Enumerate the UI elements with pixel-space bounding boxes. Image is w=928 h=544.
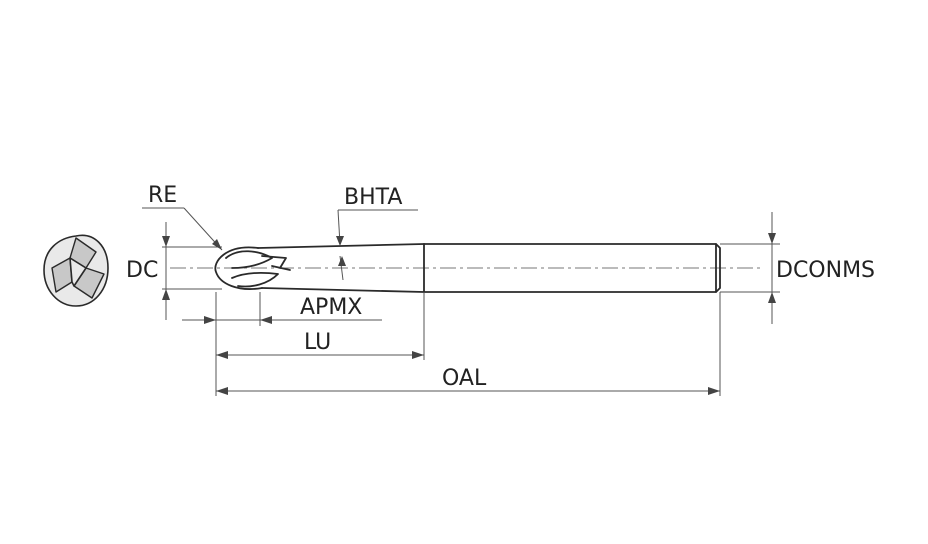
oal-label: OAL [442,366,487,391]
oal-dimension: OAL [215,292,721,396]
bhta-dimension: BHTA [336,185,418,281]
dc-dimension: DC [126,222,222,320]
re-label: RE [148,183,177,208]
apmx-label: APMX [300,295,362,320]
dconms-dimension: DCONMS [720,212,875,324]
end-view-icon [43,234,109,307]
lu-label: LU [304,330,331,355]
dc-label: DC [126,258,158,283]
apmx-dimension: APMX [182,292,382,326]
lu-dimension: LU [215,292,425,360]
re-dimension: RE [142,183,223,251]
tool-side-view [214,243,721,293]
bhta-label: BHTA [344,185,402,210]
dconms-label: DCONMS [776,258,875,283]
